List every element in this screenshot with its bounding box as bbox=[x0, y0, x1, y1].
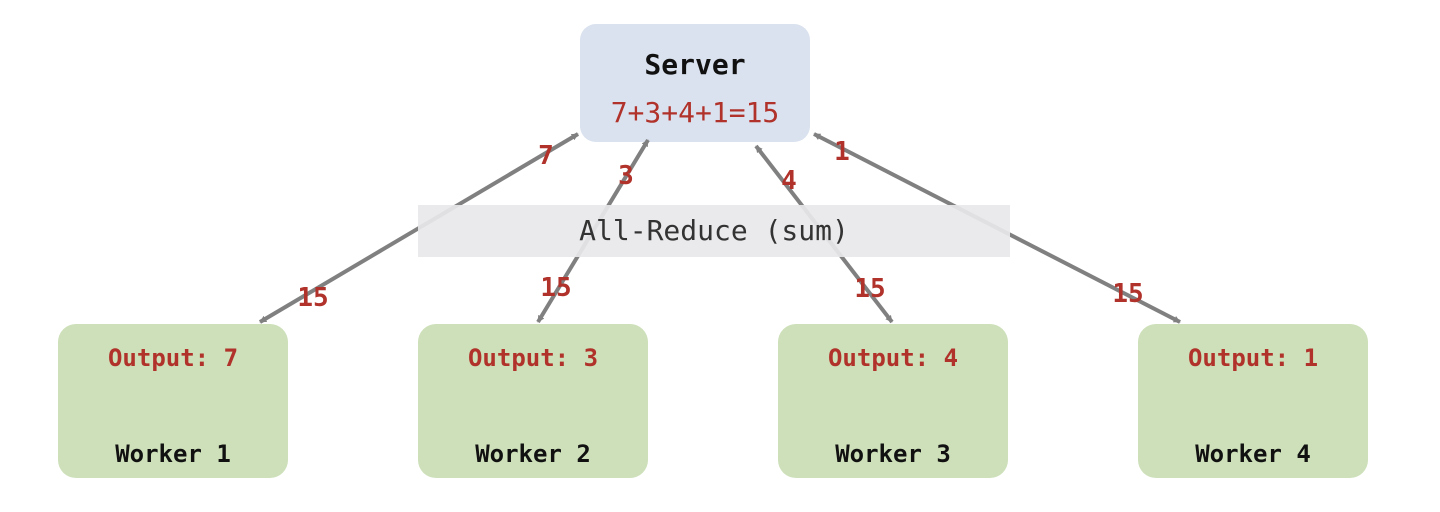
worker-output: Output: 1 bbox=[1187, 344, 1319, 372]
worker-name: Worker 1 bbox=[115, 440, 231, 468]
worker-output: Output: 3 bbox=[467, 344, 599, 372]
operation-label: All-Reduce (sum) bbox=[579, 214, 849, 247]
edge-label-send-1: 7 bbox=[538, 141, 554, 171]
operation-band: All-Reduce (sum) bbox=[418, 205, 1010, 257]
edge-label-receive-2: 15 bbox=[540, 273, 572, 303]
worker-name: Worker 2 bbox=[475, 440, 591, 468]
worker-name: Worker 4 bbox=[1195, 440, 1311, 468]
edge-label-send-4: 1 bbox=[834, 137, 850, 167]
edge-label-receive-3: 15 bbox=[854, 274, 886, 304]
worker-output: Output: 7 bbox=[107, 344, 239, 372]
worker-output: Output: 4 bbox=[827, 344, 959, 372]
worker-name: Worker 3 bbox=[835, 440, 951, 468]
server-sum: 7+3+4+1=15 bbox=[610, 96, 780, 129]
server-title: Server bbox=[644, 48, 746, 81]
worker-node-4: Output: 1 Worker 4 bbox=[1138, 324, 1368, 478]
edge-label-receive-1: 15 bbox=[297, 283, 329, 313]
edge-label-send-3: 4 bbox=[781, 166, 797, 196]
edge-label-receive-4: 15 bbox=[1112, 279, 1144, 309]
worker-node-3: Output: 4 Worker 3 bbox=[778, 324, 1008, 478]
worker-node-1: Output: 7 Worker 1 bbox=[58, 324, 288, 478]
server-node: Server 7+3+4+1=15 bbox=[580, 24, 810, 142]
worker-node-2: Output: 3 Worker 2 bbox=[418, 324, 648, 478]
edge-label-send-2: 3 bbox=[618, 161, 634, 191]
